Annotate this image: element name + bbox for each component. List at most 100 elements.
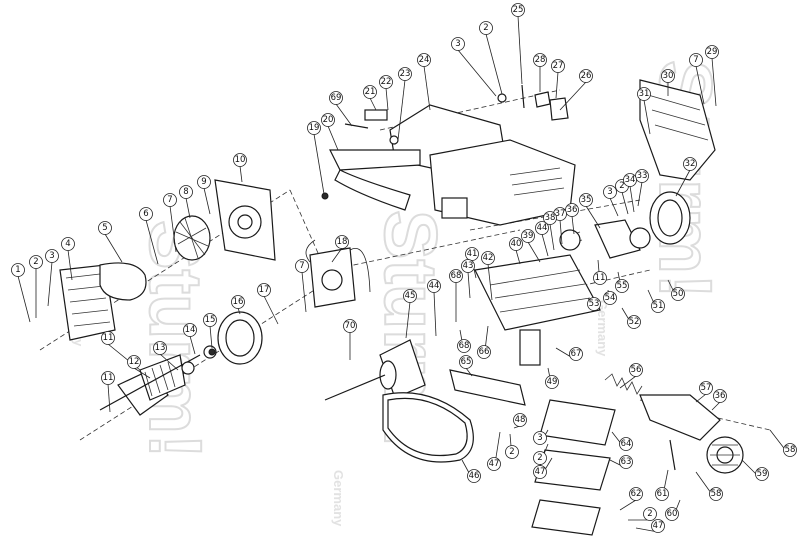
callout-circle [619, 437, 633, 451]
callout-circle [521, 229, 535, 243]
callout-circle [603, 185, 617, 199]
part-number-label: 53 [589, 299, 600, 309]
callout-circle [477, 345, 491, 359]
callout-circle [363, 85, 377, 99]
callout-circle [665, 507, 679, 521]
part-callout: 47 [533, 457, 553, 479]
callout-circle [479, 21, 493, 35]
callout-circle [427, 279, 441, 293]
callout-leader-line [423, 65, 431, 111]
part-number-label: 6 [143, 209, 148, 219]
part-callout: 20 [321, 113, 339, 151]
part-number-label: 27 [553, 61, 564, 71]
callout-leader-line [397, 79, 406, 141]
part-callout: 11 [101, 371, 115, 413]
callout-circle [467, 469, 481, 483]
part-callout: 38 [543, 211, 557, 251]
part-number-label: 44 [429, 281, 440, 291]
part-callout: 10 [233, 153, 247, 183]
callout-circle [533, 451, 547, 465]
part-callout: 24 [417, 53, 431, 111]
part-number-label: 23 [400, 69, 411, 79]
part-callout: 15 [203, 313, 217, 349]
gasket [99, 262, 147, 301]
part-callout: 13 [153, 341, 179, 371]
callout-leader-line [571, 215, 575, 235]
part-callout: 48 [513, 413, 527, 429]
part-callout: 1 [11, 263, 31, 323]
callout-leader-line [385, 87, 389, 111]
part-number-label: 61 [657, 489, 668, 499]
part-callout: 11 [593, 259, 607, 285]
callout-leader-line [145, 219, 159, 265]
part-number-label: 47 [653, 521, 664, 531]
part-number-label: 7 [299, 261, 304, 271]
part-callout: 3 [603, 185, 619, 217]
part-number-label: 64 [621, 439, 632, 449]
callout-leader-line [487, 263, 493, 301]
callout-leader-line [369, 97, 377, 111]
callout-circle [183, 323, 197, 337]
part-callout: 51 [647, 289, 665, 313]
part-number-label: 38 [545, 213, 556, 223]
callout-leader-line [457, 49, 497, 97]
callout-leader-line [675, 169, 691, 197]
part-number-label: 19 [309, 123, 320, 133]
callout-leader-line [517, 15, 523, 85]
part-number-label: 58 [711, 489, 722, 499]
part-number-label: 54 [605, 293, 616, 303]
callout-circle [343, 319, 357, 333]
part-callout: 34 [623, 173, 637, 213]
fan [173, 215, 211, 261]
part-callout: 45 [403, 289, 417, 339]
callout-circle [551, 59, 565, 73]
part-number-label: 8 [183, 187, 188, 197]
part-number-label: 36 [567, 205, 578, 215]
part-callout: 18 [331, 235, 349, 263]
callout-circle [329, 91, 343, 105]
part-callout: 3 [451, 37, 497, 97]
part-number-label: 62 [631, 489, 642, 499]
part-callout: 63 [609, 455, 633, 469]
part-callout: 33 [635, 169, 649, 207]
callout-circle [231, 295, 245, 309]
callout-leader-line [104, 233, 123, 263]
part-callout: 3 [45, 249, 59, 307]
stator-ring [217, 311, 263, 365]
part-number-label: 57 [701, 383, 712, 393]
callout-leader-line [621, 191, 629, 215]
callout-circle [533, 53, 547, 67]
bearing-set [181, 345, 217, 375]
callout-circle [689, 53, 703, 67]
callout-circle [543, 211, 557, 225]
part-number-label: 18 [337, 237, 348, 247]
callout-circle [699, 381, 713, 395]
rear-roller [706, 436, 744, 474]
part-callout: 9 [197, 175, 211, 215]
gear-assembly [559, 219, 651, 259]
part-callout: 70 [343, 319, 357, 360]
callout-circle [615, 279, 629, 293]
part-callout: 17 [257, 283, 279, 325]
callout-circle [457, 339, 471, 353]
part-number-label: 65 [461, 357, 472, 367]
part-number-label: 3 [607, 187, 612, 197]
watermark-sub-right: Germany [595, 300, 610, 357]
callout-leader-line [159, 353, 179, 371]
part-callout: 68 [457, 329, 471, 353]
part-number-label: 3 [537, 433, 542, 443]
callout-circle [307, 121, 321, 135]
part-callout: 50 [667, 279, 685, 301]
part-callouts: 1234567891011121314151617187111920692122… [11, 3, 797, 533]
part-callout: 30 [661, 69, 675, 96]
callout-leader-line [203, 187, 211, 215]
part-number-label: 47 [489, 459, 500, 469]
part-number-label: 26 [581, 71, 592, 81]
callout-leader-line [711, 57, 717, 107]
part-number-label: 5 [102, 223, 107, 233]
callout-circle [709, 487, 723, 501]
part-number-label: 4 [65, 239, 70, 249]
part-number-label: 52 [629, 317, 640, 327]
callout-circle [481, 251, 495, 265]
callout-circle [705, 45, 719, 59]
